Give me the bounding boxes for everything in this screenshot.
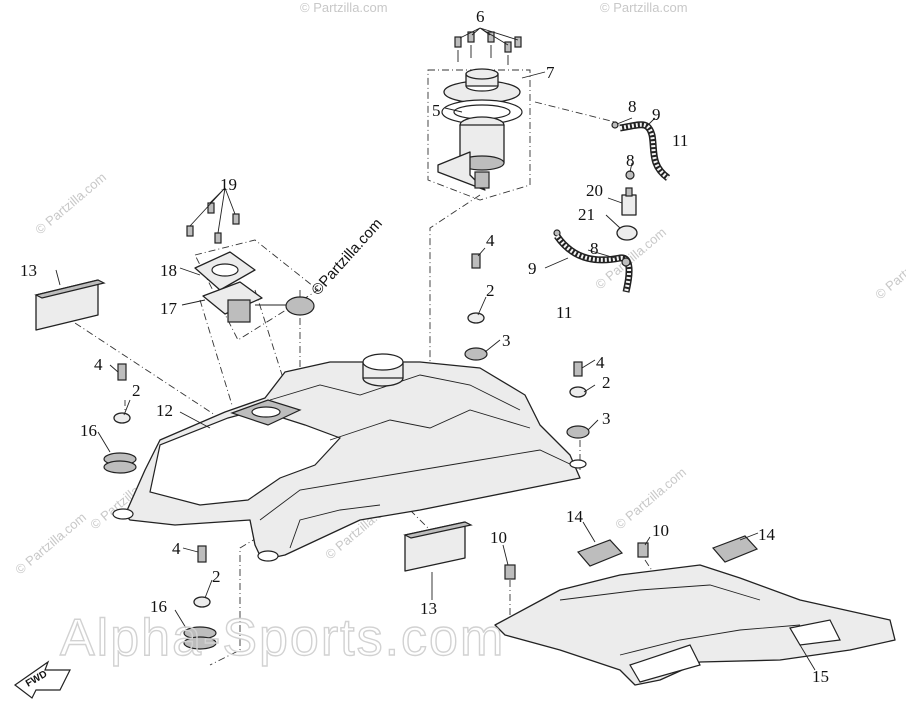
callout-11: 11 <box>672 131 688 150</box>
callout-4: 4 <box>486 231 495 250</box>
callout-8: 8 <box>590 239 599 258</box>
callout-4: 4 <box>596 353 605 372</box>
watermark-partzilla: © Partzilla.com <box>12 509 89 577</box>
callout-2: 2 <box>486 281 495 300</box>
callout-17: 17 <box>160 299 178 318</box>
callout-leaders <box>55 27 816 671</box>
callout-14: 14 <box>566 507 584 526</box>
watermark-alpha-sports: Alpha-Sports.com <box>60 609 505 667</box>
fuel-pump-assembly <box>427 31 531 201</box>
callout-4: 4 <box>94 355 103 374</box>
callout-10: 10 <box>652 521 669 540</box>
callout-10: 10 <box>490 528 507 547</box>
fuel-hose-assembly <box>553 121 671 293</box>
watermark-partzilla: © Partzilla.com <box>300 0 388 15</box>
callout-3: 3 <box>502 331 511 350</box>
mounting-hardware <box>103 253 590 650</box>
callout-19: 19 <box>220 175 237 194</box>
callout-5: 5 <box>432 101 441 120</box>
callout-15: 15 <box>812 667 829 686</box>
callout-13: 13 <box>420 599 437 618</box>
callout-8: 8 <box>626 151 635 170</box>
callout-2: 2 <box>132 381 141 400</box>
callout-16: 16 <box>80 421 97 440</box>
watermark-partzilla: © Partzilla.com <box>872 234 906 302</box>
watermark-partzilla: © Partzilla.com <box>612 464 689 532</box>
callout-9: 9 <box>528 259 537 278</box>
callout-12: 12 <box>156 401 173 420</box>
callout-20: 20 <box>586 181 603 200</box>
callout-18: 18 <box>160 261 177 280</box>
callout-16: 16 <box>150 597 167 616</box>
callout-9: 9 <box>652 105 661 124</box>
callout-numbers: 6 7 5 8 9 11 8 20 21 8 9 11 19 18 17 13 … <box>20 7 829 686</box>
forward-arrow-icon: FWD <box>13 660 71 699</box>
pump-screw-set <box>454 31 522 65</box>
fuel-tank <box>112 353 587 562</box>
callout-4: 4 <box>172 539 181 558</box>
callout-3: 3 <box>602 409 611 428</box>
callout-21: 21 <box>578 205 595 224</box>
callout-7: 7 <box>546 63 555 82</box>
callout-6: 6 <box>476 7 485 26</box>
watermark-partzilla-main: ©Partzilla.com <box>308 215 385 298</box>
callout-13: 13 <box>20 261 37 280</box>
foam-pads <box>34 279 473 572</box>
watermark-partzilla: © Partzilla.com <box>32 169 109 237</box>
fuel-sender-assembly <box>186 202 319 341</box>
tank-bracket <box>494 535 896 686</box>
callout-11: 11 <box>556 303 572 322</box>
callout-8: 8 <box>628 97 637 116</box>
callout-14: 14 <box>758 525 776 544</box>
callout-2: 2 <box>602 373 611 392</box>
callout-2: 2 <box>212 567 221 586</box>
watermark-partzilla: © Partzilla.com <box>600 0 688 15</box>
